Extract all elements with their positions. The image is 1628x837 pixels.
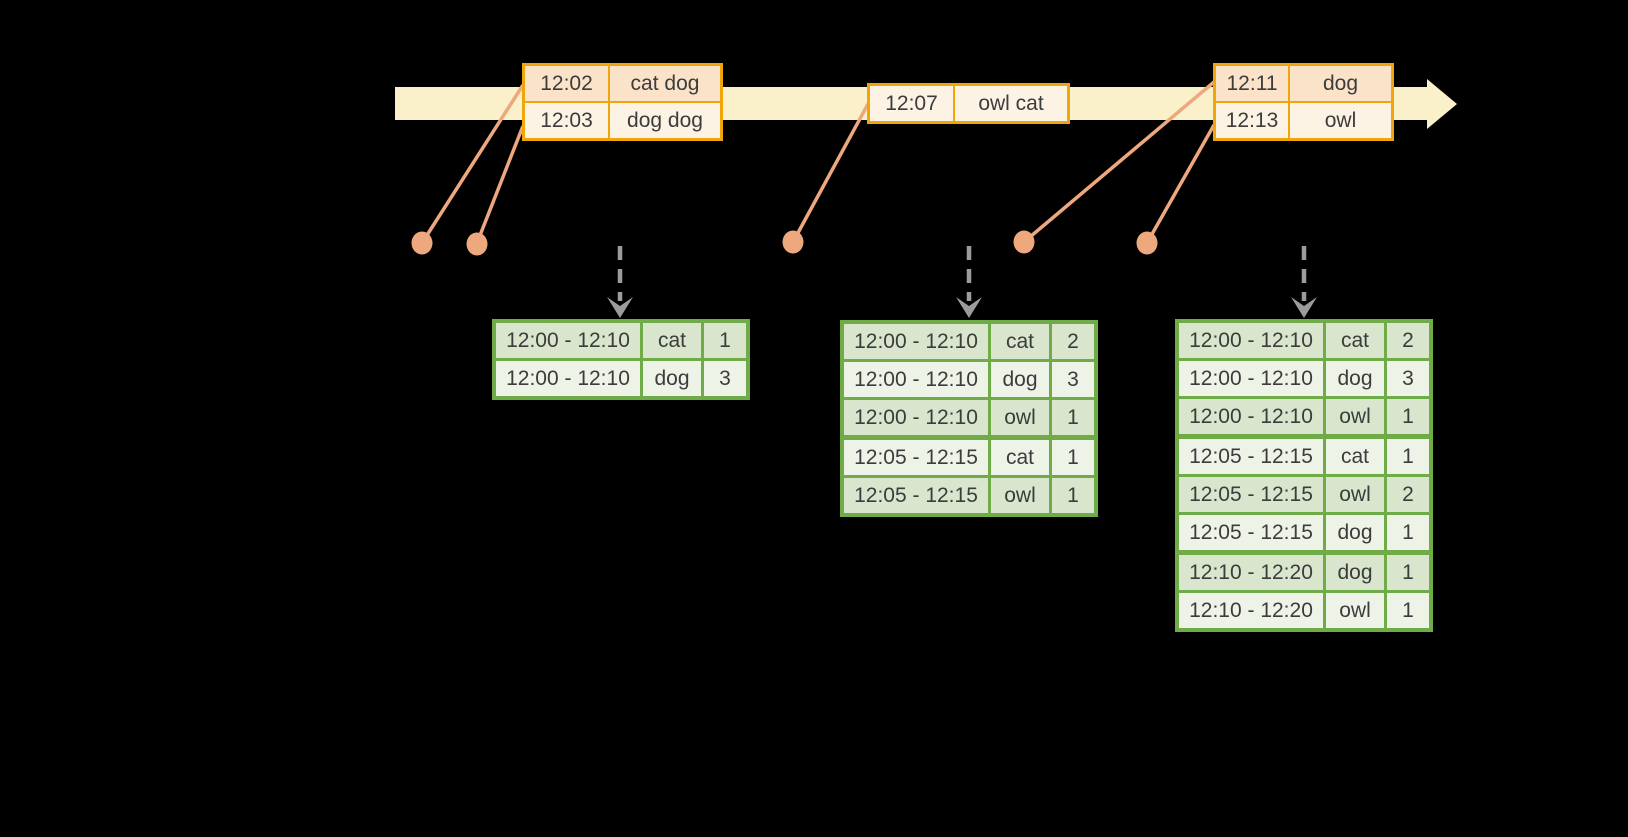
word-cell: cat: [991, 440, 1049, 475]
result-table-3: 12:00 - 12:10 cat 2 12:00 - 12:10 dog 3 …: [1175, 319, 1433, 632]
window-cell: 12:05 - 12:15: [844, 440, 988, 475]
event-dot: [1136, 231, 1158, 255]
result-row: 12:00 - 12:10 owl 1: [1179, 399, 1429, 434]
window-cell: 12:00 - 12:10: [1179, 361, 1323, 396]
result-row: 12:00 - 12:10 owl 1: [844, 400, 1094, 435]
window-cell: 12:00 - 12:10: [496, 323, 640, 358]
window-cell: 12:00 - 12:10: [1179, 323, 1323, 358]
window-cell: 12:00 - 12:10: [496, 361, 640, 396]
result-row: 12:00 - 12:10 cat 1: [496, 323, 746, 358]
result-table-2: 12:00 - 12:10 cat 2 12:00 - 12:10 dog 3 …: [840, 320, 1098, 517]
event-connector-line: [420, 84, 525, 244]
result-row: 12:10 - 12:20 owl 1: [1179, 593, 1429, 628]
word-cell: cat: [643, 323, 701, 358]
event-row: 12:11 dog: [1216, 66, 1391, 101]
event-time: 12:02: [525, 66, 608, 101]
timeline-arrow-right-icon: [1427, 79, 1457, 129]
event-words: owl: [1290, 103, 1391, 138]
event-dot: [782, 230, 804, 254]
word-cell: dog: [1326, 515, 1384, 550]
count-cell: 1: [1052, 400, 1094, 435]
word-cell: owl: [1326, 477, 1384, 512]
trigger-arrow-down-icon: [607, 246, 633, 318]
window-cell: 12:05 - 12:15: [1179, 515, 1323, 550]
word-cell: owl: [991, 400, 1049, 435]
event-time: 12:03: [525, 103, 608, 138]
count-cell: 3: [704, 361, 746, 396]
word-cell: dog: [643, 361, 701, 396]
result-row: 12:00 - 12:10 dog 3: [1179, 361, 1429, 396]
trigger-arrow-down-icon: [1291, 246, 1317, 318]
event-dot: [1013, 230, 1035, 254]
result-row: 12:05 - 12:15 owl 2: [1179, 477, 1429, 512]
count-cell: 3: [1052, 362, 1094, 397]
result-row: 12:00 - 12:10 cat 2: [844, 324, 1094, 359]
word-cell: owl: [991, 478, 1049, 513]
count-cell: 2: [1052, 324, 1094, 359]
trigger-arrows: [607, 246, 1317, 318]
event-dot: [411, 231, 433, 255]
count-cell: 2: [1387, 477, 1429, 512]
window-cell: 12:00 - 12:10: [844, 324, 988, 359]
event-connector-lines: [420, 80, 1216, 244]
count-cell: 2: [1387, 323, 1429, 358]
count-cell: 1: [1387, 555, 1429, 590]
event-connector-line: [475, 125, 525, 244]
event-table-1: 12:02 cat dog 12:03 dog dog: [522, 63, 723, 141]
trigger-arrow-down-icon: [956, 246, 982, 318]
word-cell: dog: [1326, 555, 1384, 590]
event-time: 12:11: [1216, 66, 1288, 101]
result-row: 12:05 - 12:15 cat 1: [844, 440, 1094, 475]
window-cell: 12:05 - 12:15: [844, 478, 988, 513]
event-connector-line: [1145, 124, 1216, 244]
result-row: 12:00 - 12:10 dog 3: [496, 361, 746, 396]
count-cell: 1: [1387, 399, 1429, 434]
window-cell: 12:05 - 12:15: [1179, 439, 1323, 474]
count-cell: 1: [1052, 440, 1094, 475]
count-cell: 1: [1387, 515, 1429, 550]
word-cell: owl: [1326, 593, 1384, 628]
word-cell: dog: [1326, 361, 1384, 396]
event-words: owl cat: [955, 86, 1067, 121]
event-time: 12:13: [1216, 103, 1288, 138]
word-cell: cat: [1326, 439, 1384, 474]
word-cell: dog: [991, 362, 1049, 397]
event-words: cat dog: [610, 66, 720, 101]
count-cell: 1: [1052, 478, 1094, 513]
event-dot: [466, 232, 488, 256]
event-dots: [411, 230, 1158, 256]
window-cell: 12:00 - 12:10: [844, 362, 988, 397]
word-cell: cat: [991, 324, 1049, 359]
event-row: 12:13 owl: [1216, 103, 1391, 138]
count-cell: 3: [1387, 361, 1429, 396]
event-table-3: 12:11 dog 12:13 owl: [1213, 63, 1394, 141]
event-row: 12:02 cat dog: [525, 66, 720, 101]
event-time: 12:07: [870, 86, 953, 121]
event-connector-line: [1022, 80, 1216, 244]
event-words: dog dog: [610, 103, 720, 138]
result-row: 12:00 - 12:10 cat 2: [1179, 323, 1429, 358]
result-table-1: 12:00 - 12:10 cat 1 12:00 - 12:10 dog 3: [492, 319, 750, 400]
event-words: dog: [1290, 66, 1391, 101]
word-cell: owl: [1326, 399, 1384, 434]
window-cell: 12:00 - 12:10: [844, 400, 988, 435]
result-row: 12:05 - 12:15 cat 1: [1179, 439, 1429, 474]
count-cell: 1: [1387, 439, 1429, 474]
result-row: 12:05 - 12:15 dog 1: [1179, 515, 1429, 550]
event-table-2: 12:07 owl cat: [867, 83, 1070, 124]
event-connector-line: [791, 103, 870, 243]
count-cell: 1: [704, 323, 746, 358]
window-cell: 12:00 - 12:10: [1179, 399, 1323, 434]
window-cell: 12:10 - 12:20: [1179, 593, 1323, 628]
event-row: 12:03 dog dog: [525, 103, 720, 138]
window-cell: 12:10 - 12:20: [1179, 555, 1323, 590]
result-row: 12:10 - 12:20 dog 1: [1179, 555, 1429, 590]
window-cell: 12:05 - 12:15: [1179, 477, 1323, 512]
word-cell: cat: [1326, 323, 1384, 358]
result-row: 12:05 - 12:15 owl 1: [844, 478, 1094, 513]
count-cell: 1: [1387, 593, 1429, 628]
event-row: 12:07 owl cat: [870, 86, 1067, 121]
result-row: 12:00 - 12:10 dog 3: [844, 362, 1094, 397]
